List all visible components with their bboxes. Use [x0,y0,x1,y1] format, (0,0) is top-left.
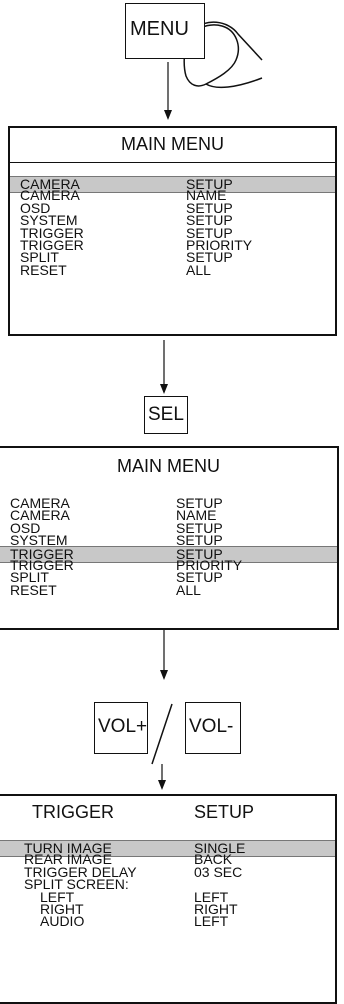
menu-row-value: LEFT [194,913,229,930]
menu-row-value: RIGHT [194,901,238,917]
vol-plus-button-label: VOL+ [98,716,148,737]
menu-row-label: TRIGGER [10,545,74,562]
menu-row-label: AUDIO [40,913,85,930]
sel-button-label: SEL [148,404,184,425]
menu-row[interactable]: TRIGGER PRIORITY [0,558,337,573]
menu-row-label: OSD [10,519,41,536]
menu-row-label: CAMERA [10,495,70,511]
menu-row[interactable]: RESET ALL [10,261,335,278]
panel-2-title: MAIN MENU [117,456,220,476]
menu-button[interactable]: MENU [125,3,205,59]
menu-row[interactable]: CAMERA SETUP [0,496,337,511]
menu-row[interactable]: TRIGGER SETUP [10,224,335,241]
menu-row-value: PRIORITY [176,557,243,573]
menu-row-value: NAME [176,507,217,524]
menu-row-value: 03 SEC [194,863,243,880]
menu-row-label: LEFT [40,888,75,905]
menu-row[interactable]: TRIGGER DELAY 03 SEC [0,863,335,880]
menu-row-label: RESET [10,581,57,598]
menu-row-label: OSD [20,199,51,216]
menu-row-value: SETUP [186,212,233,229]
panel-3-title-right: SETUP [194,802,255,822]
menu-row-value: SETUP [186,224,233,241]
menu-row[interactable]: CAMERA NAME [0,508,337,523]
menu-row[interactable]: SYSTEM SETUP [0,533,337,548]
menu-row[interactable]: SPLIT SCREEN: [0,877,335,892]
menu-row-label: TRIGGER DELAY [24,863,137,880]
menu-row[interactable]: CAMERA SETUP [10,176,335,193]
menu-row[interactable]: REAR IMAGE BACK [0,852,335,867]
menu-row[interactable]: SPLIT SETUP [0,570,337,585]
menu-row-value: ALL [176,581,201,598]
vol-minus-button[interactable]: VOL- [185,702,241,754]
menu-row[interactable]: RIGHT RIGHT [0,902,335,917]
menu-row-label: TRIGGER [20,224,84,241]
menu-row[interactable]: TURN IMAGE SINGLE [0,840,335,857]
menu-row-value: SETUP [186,199,233,216]
menu-row[interactable]: SPLIT SETUP [10,250,335,265]
menu-row[interactable]: CAMERA NAME [10,188,335,203]
menu-row-label: TRIGGER [20,237,84,253]
menu-row[interactable]: RESET ALL [0,581,337,598]
panel-1-title: MAIN MENU [121,134,224,154]
menu-row-value: SETUP [176,495,223,511]
menu-row-label: SPLIT [20,249,59,266]
menu-row-value: BACK [194,851,233,868]
menu-row-value: NAME [186,187,227,204]
vol-minus-button-label: VOL- [189,716,234,737]
panel-3-title-left: TRIGGER [32,802,115,822]
panel-1-title-divider [10,162,335,163]
menu-row[interactable]: TRIGGER SETUP [0,545,337,563]
menu-row-label: SYSTEM [20,212,78,229]
menu-row-value: SINGLE [194,840,246,856]
menu-row-value: PRIORITY [186,237,253,253]
menu-row-label: CAMERA [10,507,70,524]
menu-row-value: LEFT [194,888,229,905]
menu-row-label: RIGHT [40,901,84,917]
menu-row-label: SPLIT SCREEN: [24,876,129,893]
slash-separator [151,703,173,765]
menu-row-label: CAMERA [20,187,80,204]
vol-plus-button[interactable]: VOL+ [94,702,148,754]
menu-row-value: SETUP [176,569,223,586]
menu-row-label: REAR IMAGE [24,851,112,868]
menu-row-label: SPLIT [10,569,49,586]
menu-row[interactable]: TRIGGER PRIORITY [10,238,335,253]
menu-row-label: CAMERA [20,176,80,192]
menu-row[interactable]: SYSTEM SETUP [10,213,335,228]
menu-row-label: SYSTEM [10,532,68,549]
menu-row[interactable]: AUDIO LEFT [0,914,335,929]
menu-row-label: TURN IMAGE [24,840,112,856]
menu-row-label: RESET [20,261,67,278]
menu-row[interactable]: OSD SETUP [10,199,335,216]
menu-row[interactable]: LEFT LEFT [0,888,335,905]
menu-row[interactable]: OSD SETUP [0,519,337,536]
menu-row-value: ALL [186,261,211,278]
menu-button-label: MENU [130,18,189,40]
menu-row-value: SETUP [186,176,233,192]
menu-row-value: SETUP [176,532,223,549]
menu-row-label: TRIGGER [10,557,74,573]
sel-button[interactable]: SEL [144,396,188,434]
menu-row-value: SETUP [176,545,223,562]
menu-row-value: SETUP [176,519,223,536]
menu-row-value: SETUP [186,249,233,266]
